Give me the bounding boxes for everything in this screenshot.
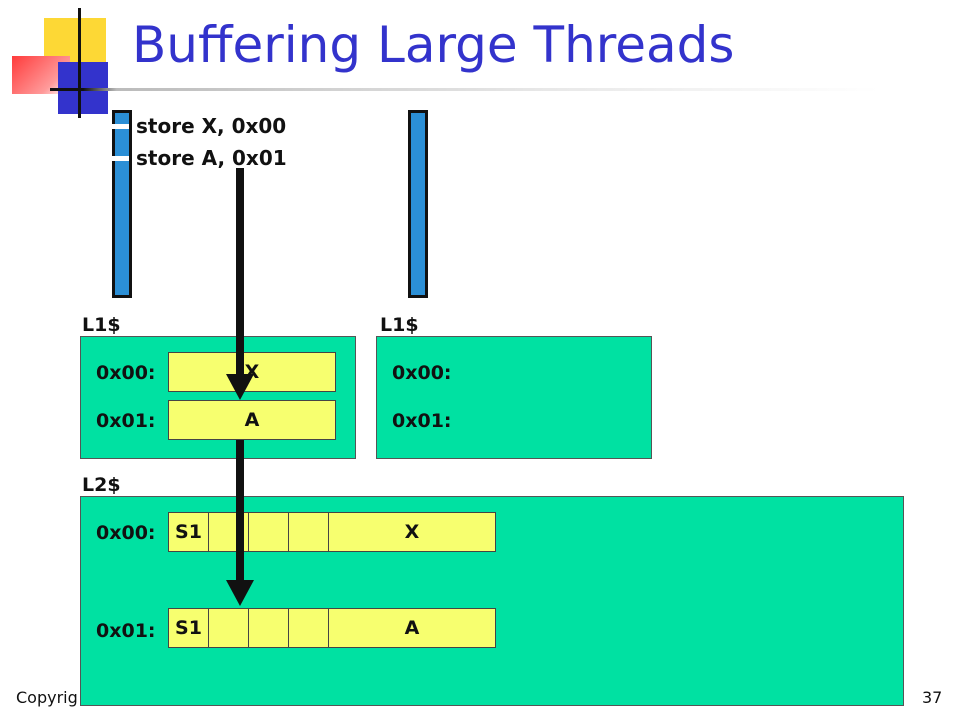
- l2-label: L2$: [82, 474, 121, 496]
- l1-left-cell-0: X: [168, 352, 336, 392]
- l2-state-cell-1: S1: [168, 608, 209, 648]
- l2-bit-cell: [248, 512, 289, 552]
- l2-addr-0: 0x00:: [96, 522, 156, 544]
- instruction-store-a: store A, 0x01: [136, 146, 287, 170]
- footer-copyright: Copyrig: [16, 688, 78, 707]
- slide-title: Buffering Large Threads: [132, 16, 735, 74]
- l2-addr-1: 0x01:: [96, 620, 156, 642]
- l2-bit-cell: [288, 512, 329, 552]
- l2-state-cell-0: S1: [168, 512, 209, 552]
- thread-right-bar: [408, 110, 428, 298]
- logo-vertical-line: [78, 8, 81, 118]
- page-number: 37: [922, 688, 943, 707]
- title-underline: [50, 88, 880, 91]
- l2-bit-cell: [208, 608, 249, 648]
- instruction-tick: [112, 156, 129, 161]
- l1-left-addr-1: 0x01:: [96, 410, 156, 432]
- l2-value-cell-0: X: [328, 512, 496, 552]
- l2-bit-cell: [248, 608, 289, 648]
- l1-right-cache: [376, 336, 652, 459]
- thread-left-bar: [112, 110, 132, 298]
- l1-left-addr-0: 0x00:: [96, 362, 156, 384]
- l1-right-label: L1$: [380, 314, 419, 336]
- instruction-store-x: store X, 0x00: [136, 114, 287, 138]
- l1-right-addr-1: 0x01:: [392, 410, 452, 432]
- l2-bit-cell: [288, 608, 329, 648]
- l1-left-label: L1$: [82, 314, 121, 336]
- arrow-store-to-l1-shaft: [236, 168, 244, 376]
- arrow-l1-to-l2-shaft: [236, 440, 244, 582]
- l2-value-cell-1: A: [328, 608, 496, 648]
- arrow-l1-to-l2-head: [226, 580, 254, 606]
- l1-right-addr-0: 0x00:: [392, 362, 452, 384]
- l1-left-cell-1: A: [168, 400, 336, 440]
- instruction-tick: [112, 124, 129, 129]
- arrow-store-to-l1-head: [226, 374, 254, 400]
